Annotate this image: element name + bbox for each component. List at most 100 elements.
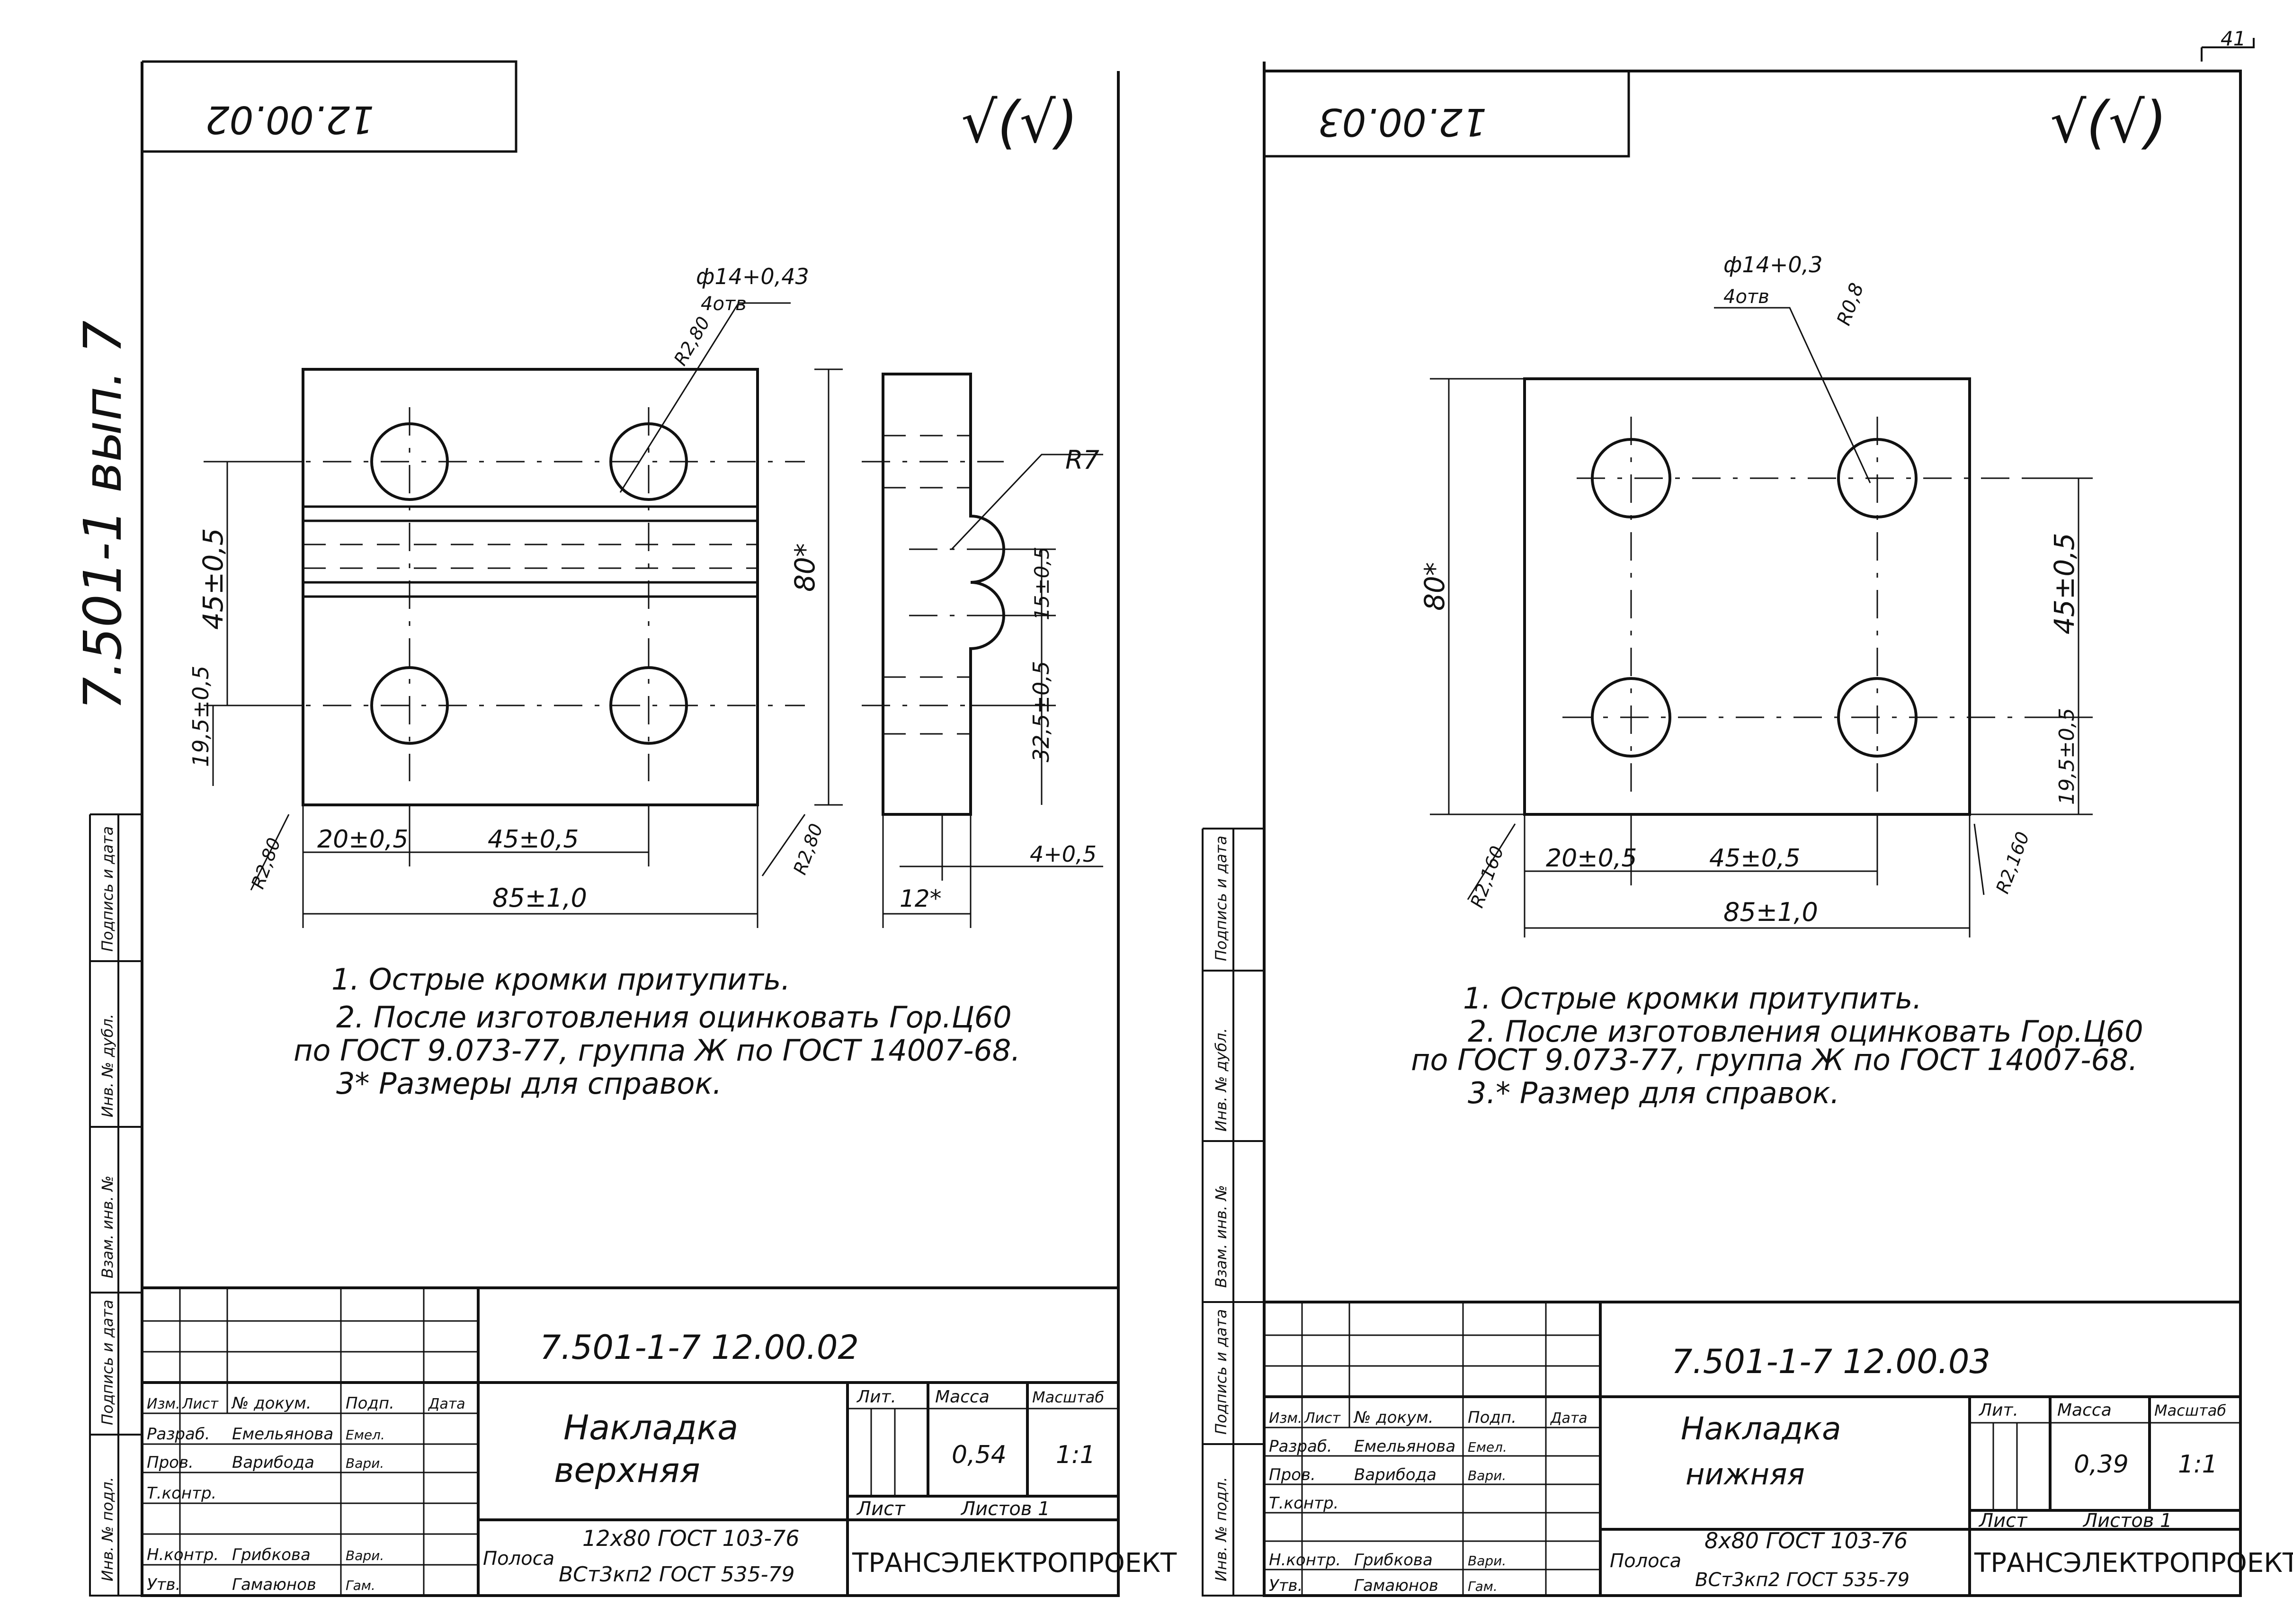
tb-right-material-top: 8x80 ГОСТ 103-76 [1704, 1528, 1908, 1553]
tb-right-r2-name: Варибода [1354, 1465, 1436, 1484]
notes-left: 1. Острые кромки притупить. 2. После изг… [294, 962, 1020, 1101]
tb-left-r5-name: Грибкова [232, 1545, 311, 1564]
tb-right-material-bottom: ВСт3кп2 ГОСТ 535-79 [1695, 1569, 1909, 1591]
title-block-left: Изм. Лист № докум. Подп. Дата Разраб. Ем… [142, 1286, 1177, 1596]
dim-w20-right: 20±0,5 [1546, 844, 1637, 873]
tb-left-mass-label: Масса [935, 1387, 990, 1407]
tb-right-r1-sign: Емел. [1468, 1439, 1507, 1455]
plate-front-view-right [1523, 307, 2026, 816]
side-columns-right: Инв. № подл. Подпись и дата Взам. инв. №… [1202, 828, 1264, 1597]
tb-left-name1: Накладка [563, 1408, 738, 1447]
tb-left-r3-role: Т.контр. [147, 1484, 216, 1503]
note-left-3: по ГОСТ 9.073-77, группа Ж по ГОСТ 14007… [294, 1033, 1020, 1068]
sheet-left: 12.00.02 √(√) Инв. № подл. Подпись и дат… [89, 60, 1177, 1597]
title-block-right: Изм. Лист № докум. Подп. Дата Разраб. Ем… [1264, 1301, 2293, 1596]
side-col-r2: Подпись и дата [1212, 1309, 1230, 1435]
tb-right-r1-name: Емельянова [1354, 1437, 1455, 1456]
tb-right-mass-label: Масса [2057, 1401, 2112, 1420]
tb-right-h1: Изм. [1269, 1410, 1303, 1427]
dim-r-left-right: R2,160 [1466, 843, 1508, 910]
tb-left-r1-name: Емельянова [232, 1425, 333, 1444]
tb-right-r5-name: Грибкова [1354, 1551, 1433, 1570]
plate-front-view-left [265, 302, 805, 806]
note-left-2: 2. После изготовления оцинковать Гор.Ц60 [336, 1000, 1012, 1035]
tb-left-designation: 7.501-1-7 12.00.02 [540, 1328, 859, 1367]
tb-left-material-top: 12x80 ГОСТ 103-76 [582, 1526, 800, 1551]
tb-left-r2-role: Пров. [147, 1453, 194, 1472]
side-col-2: Подпись и дата [98, 1300, 116, 1425]
tb-left-scale-label: Масштаб [1032, 1388, 1104, 1406]
dimension-texts-right: ф14+0,3 4отв R0,8 80* 45±0,5 19,5±0,5 20… [1419, 252, 2080, 927]
dim-h80-left: 80* [789, 543, 821, 592]
tb-right-h2: Лист [1304, 1410, 1341, 1427]
dim-h80-right: 80* [1419, 562, 1451, 611]
side-col-5: Подпись и дата [98, 826, 116, 952]
tb-left-h3: № докум. [231, 1394, 312, 1413]
dim-hole-extra-right: 4отв [1723, 286, 1769, 308]
dim-chamfer-top-left: R2,80 [670, 313, 714, 369]
side-stamp: 7.501-1 вып. 7 [72, 321, 133, 710]
tb-right-sheets-label: Листов 1 [2082, 1510, 2172, 1532]
tb-right-scale: 1:1 [2178, 1450, 2218, 1479]
roughness-mark-left: √(√) [961, 90, 1078, 156]
dim-w85-left: 85±1,0 [492, 883, 587, 913]
dim-d32-left: 32,5±0,5 [1028, 661, 1054, 762]
sheet-left-frame [141, 62, 1120, 1597]
tb-right-designation: 7.501-1-7 12.00.03 [1671, 1342, 1990, 1381]
dim-w45-right: 45±0,5 [1709, 844, 1800, 873]
tb-left-sheets-label: Листов 1 [960, 1498, 1050, 1520]
dim-t12-left: 12* [900, 885, 942, 912]
tb-right-h4: Подп. [1468, 1408, 1517, 1427]
dim-hole-extra-left: 4отв [701, 293, 747, 315]
note-right-2: 2. После изготовления оцинковать Гор.Ц60 [1468, 1014, 2143, 1049]
tb-left-org: ТРАНСЭЛЕКТРОПРОЕКТ [852, 1548, 1177, 1579]
tb-right-r3-role: Т.контр. [1269, 1494, 1338, 1513]
side-col-4: Инв. № дубл. [98, 1014, 116, 1117]
tb-right-name1: Накладка [1681, 1410, 1841, 1447]
dim-hole-left: ф14+0,43 [696, 264, 809, 289]
note-right-4: 3.* Размер для справок. [1468, 1076, 1839, 1110]
tb-right-h3: № докум. [1353, 1408, 1434, 1427]
tb-left-h5: Дата [428, 1396, 465, 1412]
tb-left-h2: Лист [182, 1396, 219, 1412]
tb-right-r2-role: Пров. [1269, 1465, 1316, 1484]
dim-t4-left: 4+0,5 [1030, 841, 1097, 867]
dim-hole-right: ф14+0,3 [1723, 252, 1823, 277]
side-col-r3: Взам. инв. № [1212, 1185, 1230, 1288]
dim-w85-right: 85±1,0 [1723, 897, 1818, 927]
tb-left-r6-name: Гамаюнов [232, 1575, 316, 1594]
tb-right-r2-sign: Вари. [1468, 1468, 1506, 1483]
tb-left-material-label: Полоса [483, 1548, 554, 1570]
tb-right-lit-label: Лит. [1978, 1401, 2018, 1420]
corner-code-right: 12.00.03 [1318, 100, 1487, 144]
dimension-texts-left: ф14+0,43 4отв R2,80 R7 80* 45±0,5 19,5±0… [188, 264, 1099, 913]
dimension-lines-left [204, 368, 1103, 928]
tb-right-r6-role: Утв. [1269, 1576, 1303, 1595]
dim-r-right-right: R2,160 [1992, 829, 2034, 896]
tb-right-name2: нижняя [1686, 1457, 1805, 1491]
side-col-r5: Подпись и дата [1212, 836, 1230, 961]
tb-left-sheet-label: Лист [856, 1498, 906, 1520]
roughness-mark-right: √(√) [2050, 90, 2167, 156]
tb-right-org: ТРАНСЭЛЕКТРОПРОЕКТ [1974, 1548, 2293, 1579]
corner-code-box-right [1264, 70, 1630, 158]
note-left-1: 1. Острые кромки притупить. [331, 962, 790, 997]
dim-d15-left: 15±0,5 [1030, 547, 1053, 620]
tb-left-name2: верхняя [554, 1450, 700, 1490]
dimension-lines-right [1430, 378, 2093, 937]
dim-d19-right: 19,5±0,5 [2055, 708, 2079, 805]
tb-left-lit-label: Лит. [856, 1387, 896, 1407]
tb-left-h1: Изм. [147, 1396, 180, 1412]
tb-right-material-label: Полоса [1610, 1550, 1681, 1572]
tb-left-scale: 1:1 [1056, 1441, 1096, 1469]
dim-r7-left: R7 [1065, 445, 1099, 475]
side-col-3: Взам. инв. № [98, 1176, 116, 1278]
tb-left-r5-role: Н.контр. [147, 1545, 219, 1564]
tb-right-r5-role: Н.контр. [1269, 1551, 1341, 1570]
side-col-r1: Инв. № подл. [1212, 1477, 1230, 1581]
tb-right-sheet-label: Лист [1978, 1510, 2028, 1532]
tb-right-r5-sign: Вари. [1468, 1553, 1506, 1569]
side-columns-left: Инв. № подл. Подпись и дата Взам. инв. №… [89, 813, 142, 1597]
